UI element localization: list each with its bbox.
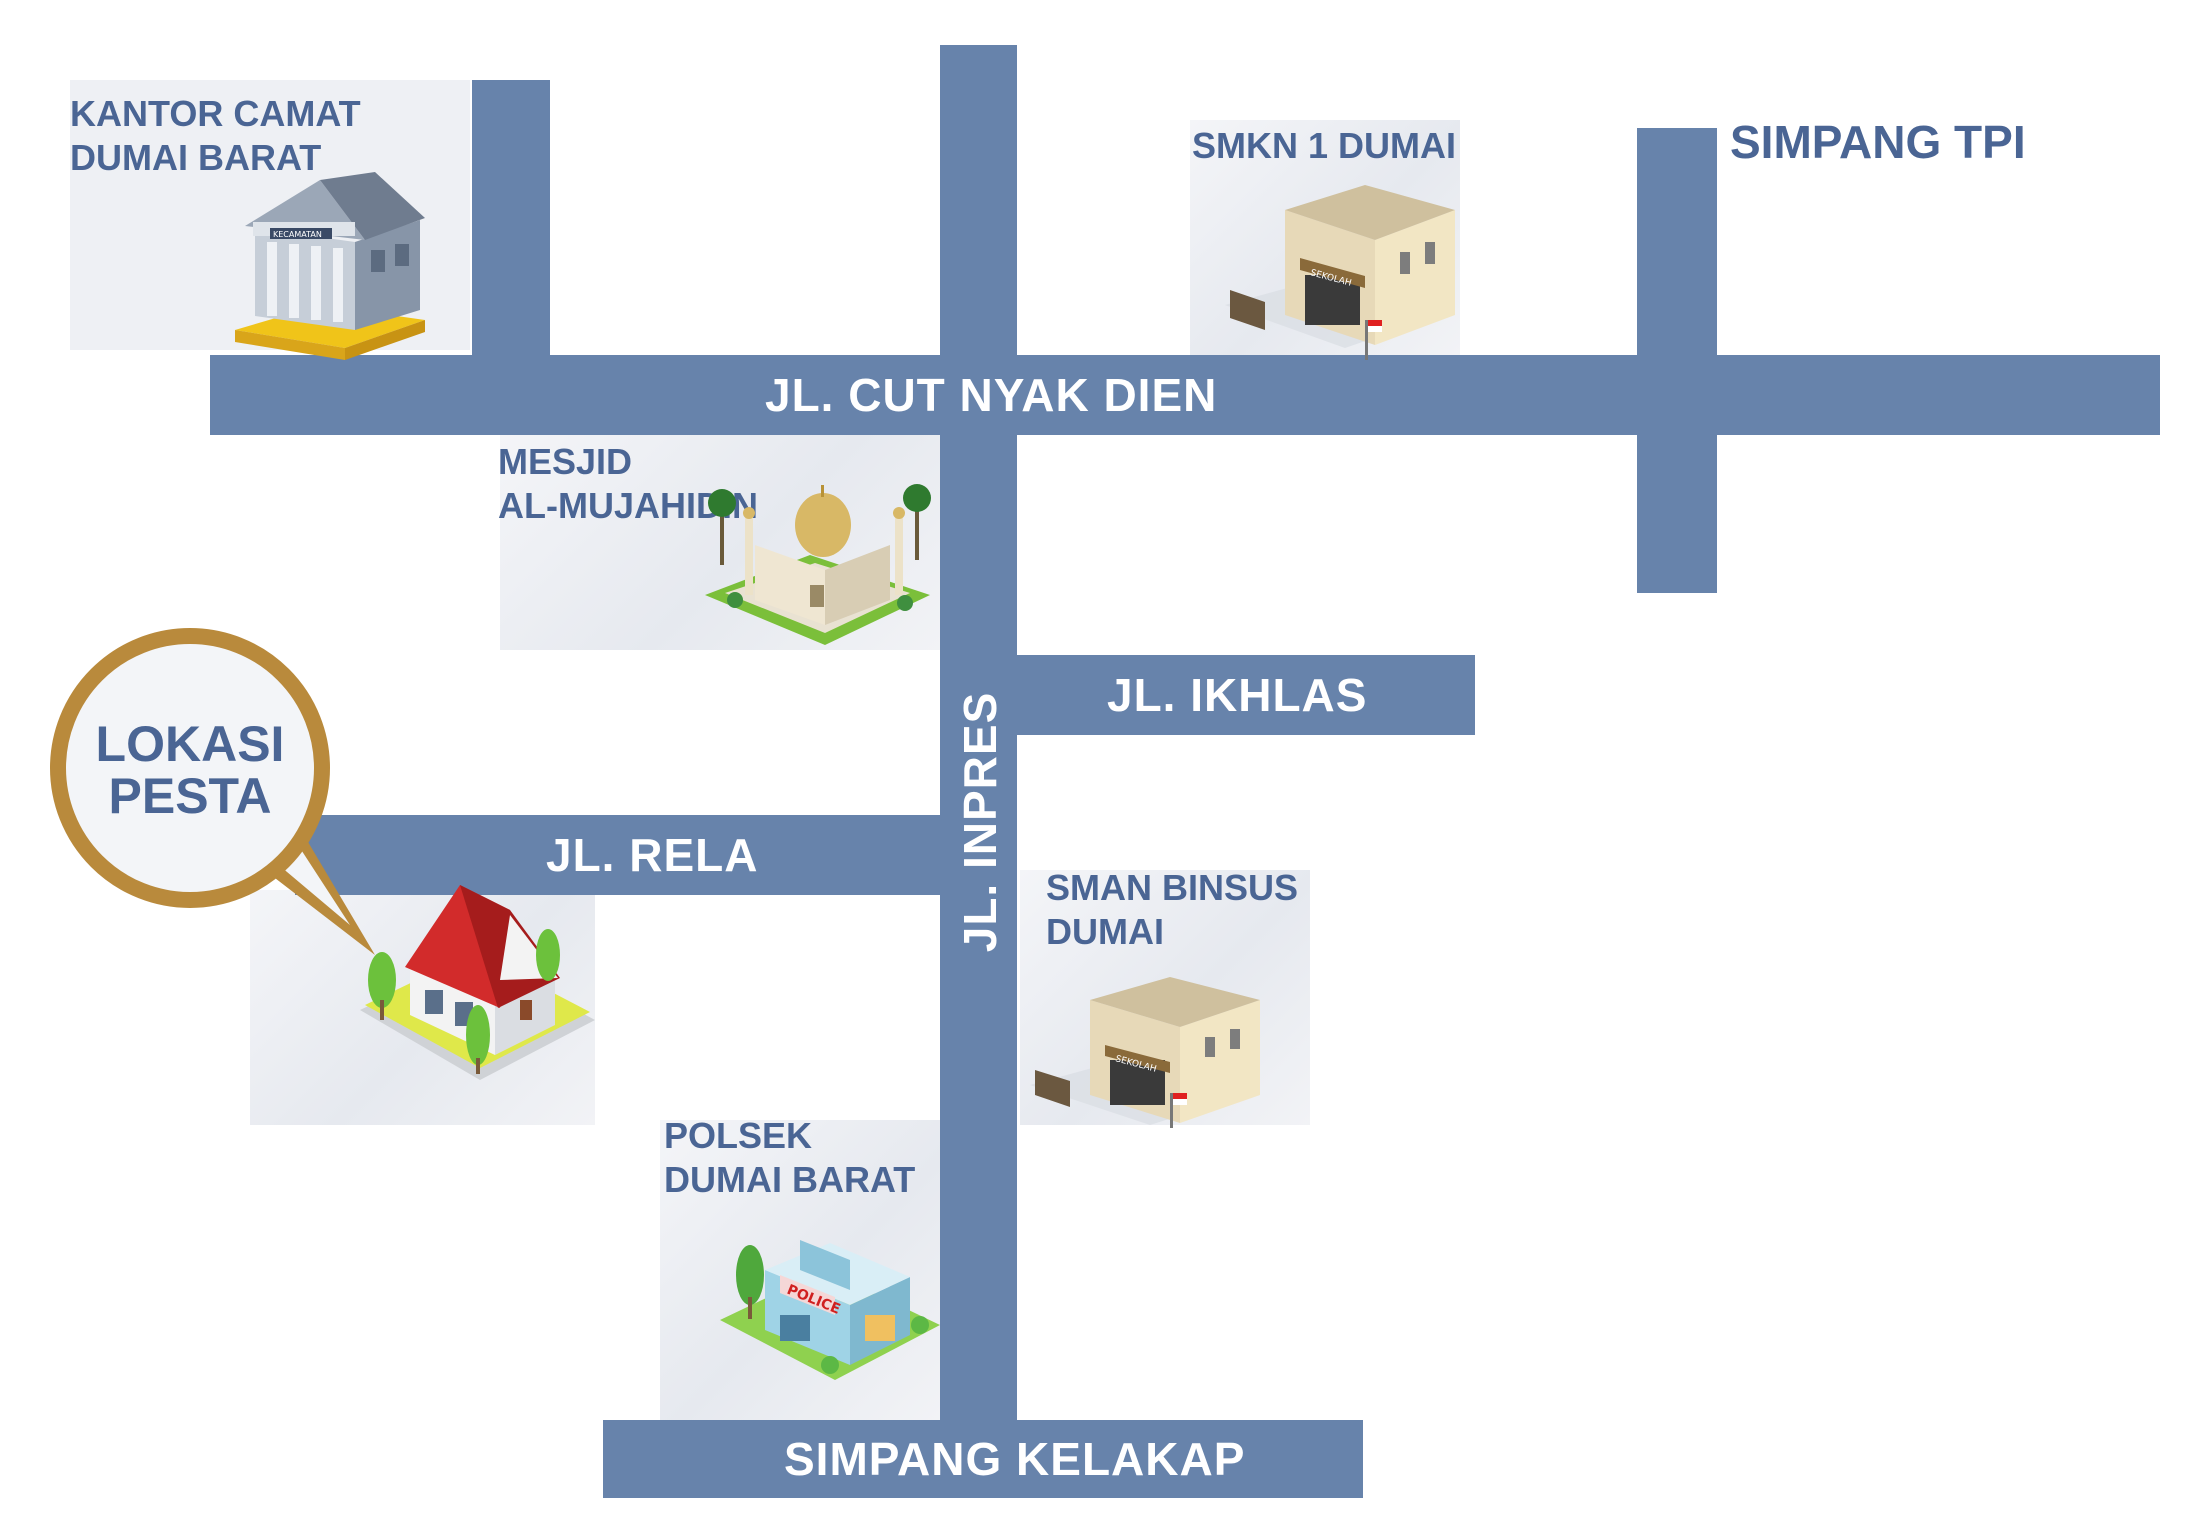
government-building-icon: KECAMATAN — [235, 172, 425, 360]
police-station-icon: POLICE — [720, 1240, 940, 1380]
road-ikhlas — [1017, 655, 1475, 735]
smkn-label: SMKN 1 DUMAI — [1192, 124, 1456, 168]
road-label-simpang-kelakap: SIMPANG KELAKAP — [784, 1433, 1246, 1485]
sman-line1: SMAN BINSUS — [1046, 867, 1299, 908]
road-label-ikhlas: JL. IKHLAS — [1107, 669, 1368, 721]
mesjid-line1: MESJID — [498, 441, 633, 482]
school-icon: SEKOLAH — [1030, 977, 1260, 1128]
road-simpang-tpi — [1637, 128, 1717, 593]
simpang-tpi-label: SIMPANG TPI — [1730, 116, 2026, 168]
road-rela — [295, 815, 940, 895]
road-inpres — [940, 45, 1017, 1420]
road-simpang-kelakap — [603, 1420, 1363, 1498]
destination-line1: LOKASI — [95, 716, 285, 772]
sman-label: SMAN BINSUS DUMAI — [1046, 866, 1298, 954]
road-cut-nyak-dien — [210, 355, 2160, 435]
kantor-camat-label: KANTOR CAMAT DUMAI BARAT — [70, 92, 361, 180]
school-icon: SEKOLAH — [1225, 185, 1455, 360]
polsek-line2: DUMAI BARAT — [664, 1159, 916, 1200]
smkn-line1: SMKN 1 DUMAI — [1192, 125, 1457, 166]
location-callout-text: LOKASI PESTA — [60, 718, 320, 822]
destination-line2: PESTA — [108, 768, 272, 824]
road-label-inpres: JL. INPRES — [954, 691, 1006, 953]
kantor-camat-line2: DUMAI BARAT — [70, 137, 322, 178]
svg-text:KECAMATAN: KECAMATAN — [273, 230, 322, 239]
location-callout — [50, 628, 375, 955]
road-label-rela: JL. RELA — [546, 829, 759, 881]
kantor-camat-line1: KANTOR CAMAT — [70, 93, 361, 134]
road-kantor-camat-spur — [472, 80, 550, 355]
mosque-icon — [705, 484, 931, 645]
sman-line2: DUMAI — [1046, 911, 1164, 952]
house-icon — [360, 885, 595, 1080]
polsek-line1: POLSEK — [664, 1115, 813, 1156]
road-label-cut-nyak-dien: JL. CUT NYAK DIEN — [765, 369, 1218, 421]
polsek-label: POLSEK DUMAI BARAT — [664, 1114, 915, 1202]
